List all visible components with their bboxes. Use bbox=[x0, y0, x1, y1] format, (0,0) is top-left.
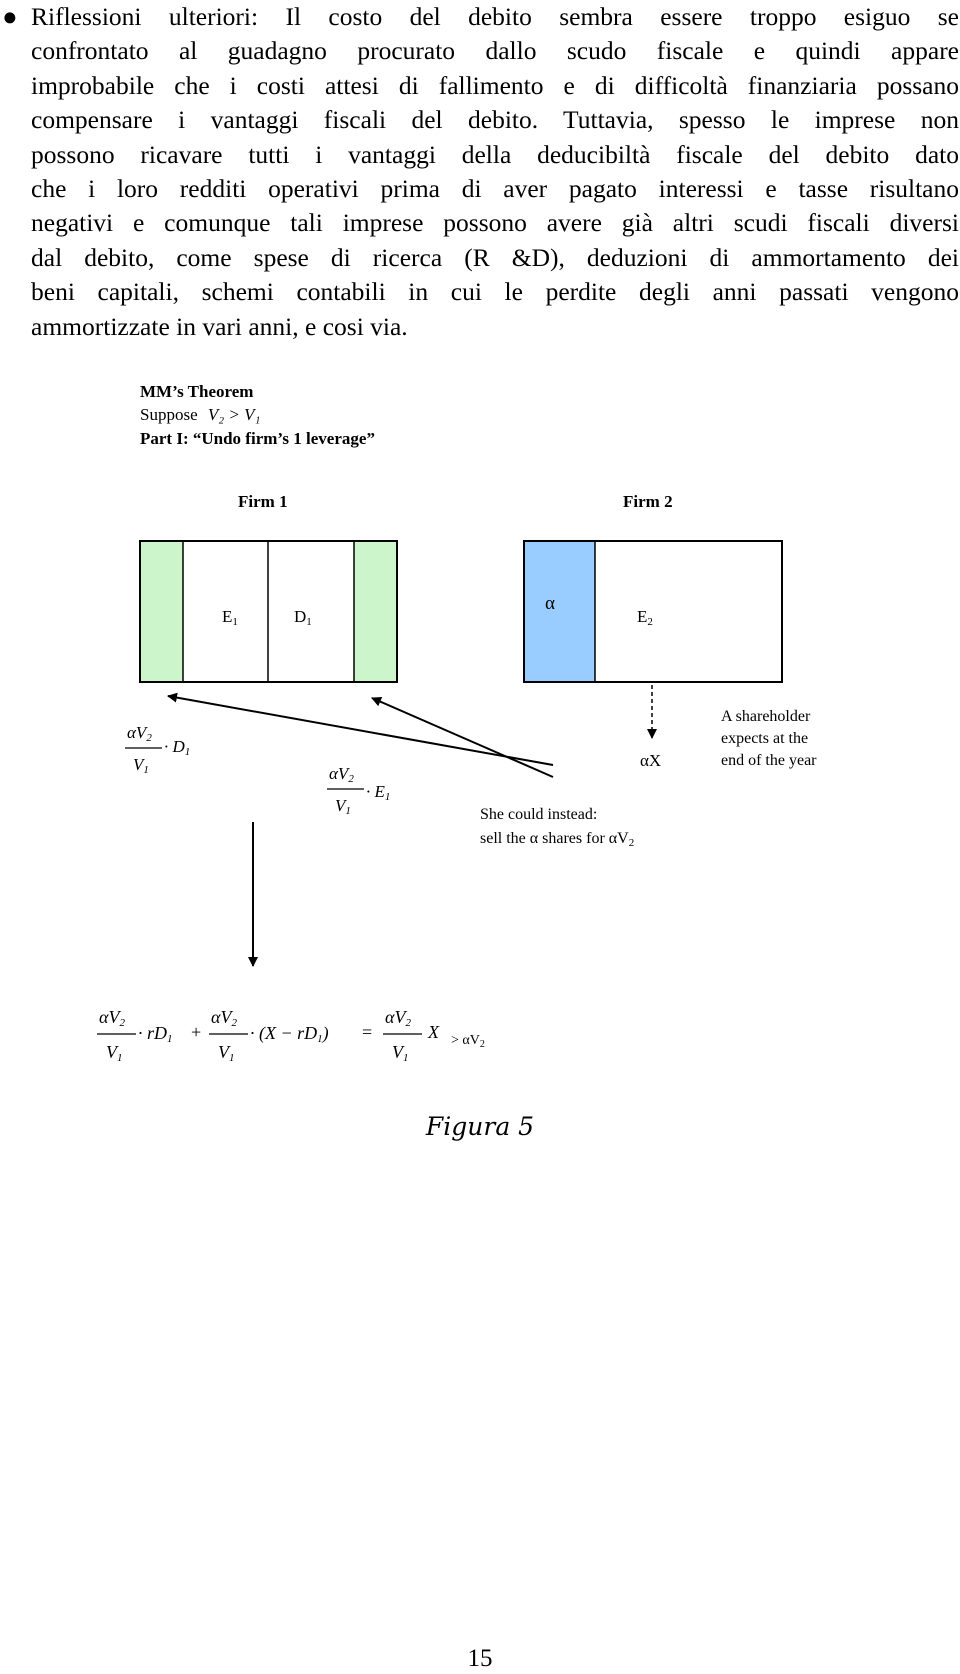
svg-text:· (X − rD1): · (X − rD1) bbox=[250, 1023, 329, 1045]
shareholder-note: A shareholder expects at the end of the … bbox=[721, 708, 817, 769]
firm2-outline bbox=[523, 540, 783, 683]
body-paragraph: ● Riflessioni ulteriori: Il costo del de… bbox=[2, 0, 959, 344]
firm2-equity-label: E2 bbox=[637, 607, 653, 628]
svg-text:αV2: αV2 bbox=[329, 764, 354, 785]
instead-note: She could instead: sell the α shares for… bbox=[480, 806, 634, 849]
svg-text:αV2: αV2 bbox=[385, 1007, 411, 1029]
svg-text:V1: V1 bbox=[392, 1042, 409, 1064]
paragraph-line: dal debito, come spese di ricerca (R &D)… bbox=[31, 242, 959, 272]
firm2-alpha-share bbox=[524, 541, 595, 682]
svg-text:· D1: · D1 bbox=[164, 737, 190, 758]
svg-text:V1: V1 bbox=[218, 1042, 235, 1064]
svg-text:αV2: αV2 bbox=[127, 723, 152, 744]
firm1-debt-label: D1 bbox=[294, 607, 312, 628]
page-number: 15 bbox=[467, 1645, 493, 1672]
paragraph-line: confrontato al guadagno procurato dallo … bbox=[31, 36, 959, 66]
svg-text:V1: V1 bbox=[133, 755, 149, 776]
svg-text:αV2: αV2 bbox=[99, 1007, 125, 1029]
paragraph-line: ammortizzate in vari anni, e cosi via. bbox=[31, 311, 408, 341]
firm1-green-right bbox=[354, 541, 397, 682]
part-label: Part I: “Undo firm’s 1 leverage” bbox=[140, 429, 375, 448]
svg-text:+: + bbox=[191, 1022, 201, 1042]
firm2-label: Firm 2 bbox=[623, 492, 673, 511]
fraction-equity-term: αV2 V1 · E1 bbox=[327, 764, 390, 817]
suppose-label: Suppose V₂ > V₁ bbox=[140, 405, 260, 424]
firm2-alpha-label: α bbox=[545, 593, 555, 614]
svg-text:· E1: · E1 bbox=[366, 782, 390, 803]
svg-text:> αV2: > αV2 bbox=[451, 1033, 485, 1050]
paragraph-line: negativi e comunque tali imprese possono… bbox=[31, 208, 959, 238]
firm1-label: Firm 1 bbox=[238, 492, 288, 511]
firm1-equity-label: E1 bbox=[222, 607, 238, 628]
figure-caption: Figura 5 bbox=[425, 1112, 535, 1141]
svg-text:αV2: αV2 bbox=[211, 1007, 237, 1029]
paragraph-line: possono ricavare tutti i vantaggi della … bbox=[31, 139, 959, 169]
paragraph-line: improbabile che i costi attesi di fallim… bbox=[31, 70, 959, 100]
arrow-to-firm1-right bbox=[371, 697, 554, 778]
svg-text:X: X bbox=[427, 1022, 440, 1042]
paragraph-line: Riflessioni ulteriori: Il costo del debi… bbox=[31, 2, 959, 31]
paragraph-line: che i loro redditi operativi prima di av… bbox=[31, 174, 959, 204]
firm1-box: E1 D1 bbox=[139, 540, 398, 683]
figure-title: MM’s Theorem bbox=[140, 382, 253, 401]
svg-text:V1: V1 bbox=[106, 1042, 123, 1064]
paragraph-line: compensare i vantaggi fiscali del debito… bbox=[31, 105, 959, 135]
bullet-icon: ● bbox=[2, 2, 18, 31]
paragraph-line: beni capitali, schemi contabili in cui l… bbox=[31, 277, 959, 307]
svg-text:V1: V1 bbox=[335, 796, 351, 817]
alpha-x-label: αX bbox=[640, 751, 661, 770]
svg-text:· rD1: · rD1 bbox=[138, 1023, 173, 1045]
arrow-to-firm1-left bbox=[167, 692, 554, 766]
final-equation: αV2 V1 · rD1 + αV2 V1 · (X − rD1) = αV2 … bbox=[97, 1007, 485, 1064]
firm1-green-left bbox=[140, 541, 183, 682]
svg-text:=: = bbox=[362, 1022, 372, 1042]
fraction-debt-term: αV2 V1 · D1 bbox=[125, 723, 190, 776]
firm2-box: α E2 bbox=[523, 540, 783, 683]
